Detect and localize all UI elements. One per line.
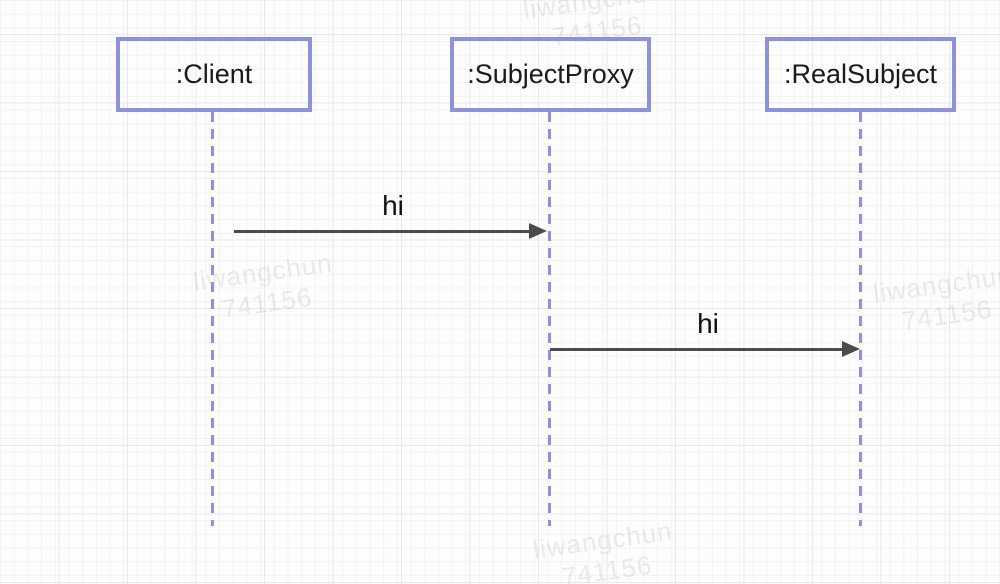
actor-box-realsubject: :RealSubject <box>765 37 956 112</box>
arrow-line <box>234 230 530 233</box>
actor-box-client: :Client <box>116 37 312 112</box>
actor-label-subjectproxy: :SubjectProxy <box>467 59 634 89</box>
lifeline-subjectproxy <box>548 112 551 526</box>
message-label: hi <box>697 308 719 339</box>
arrow-line <box>550 348 843 351</box>
arrowhead-icon <box>529 223 547 239</box>
lifeline-realsubject <box>859 112 862 526</box>
lifeline-client <box>211 112 214 526</box>
arrowhead-icon <box>842 341 860 357</box>
actor-box-subjectproxy: :SubjectProxy <box>450 37 651 112</box>
actor-label-realsubject: :RealSubject <box>783 59 938 89</box>
message-label: hi <box>382 190 404 221</box>
actor-label-client: :Client <box>175 59 253 89</box>
